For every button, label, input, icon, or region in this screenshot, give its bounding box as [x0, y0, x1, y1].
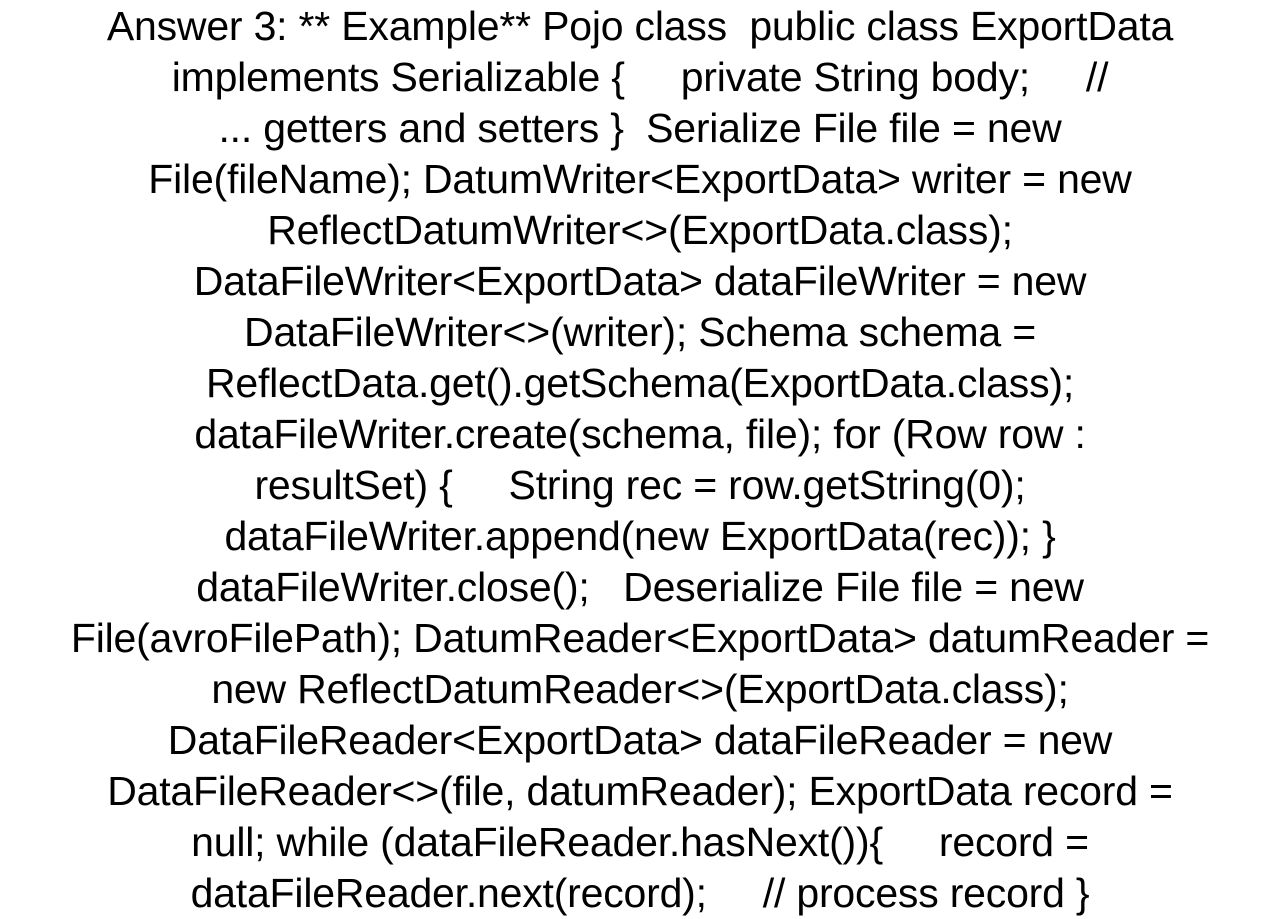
text-line: resultSet) { String rec = row.getString(… [254, 462, 1026, 508]
text-line: null; while (dataFileReader.hasNext()){ … [191, 819, 1089, 865]
text-line: dataFileWriter.close(); Deserialize File… [196, 564, 1084, 610]
text-line: DataFileWriter<ExportData> dataFileWrite… [193, 258, 1087, 304]
text-line: dataFileWriter.append(new ExportData(rec… [224, 513, 1056, 559]
text-line: ... getters and setters } Serialize File… [218, 105, 1062, 151]
text-line: dataFileReader.next(record); // process … [190, 870, 1090, 916]
text-line: ReflectData.get().getSchema(ExportData.c… [205, 360, 1075, 406]
text-line: implements Serializable { private String… [171, 54, 1109, 100]
text-line: new ReflectDatumReader<>(ExportData.clas… [211, 666, 1069, 712]
text-line: DataFileWriter<>(writer); Schema schema … [244, 309, 1036, 355]
text-line: DataFileReader<ExportData> dataFileReade… [167, 717, 1113, 763]
text-line: ReflectDatumWriter<>(ExportData.class); [267, 207, 1013, 253]
text-line: DataFileReader<>(file, datumReader); Exp… [107, 768, 1173, 814]
text-line: File(fileName); DatumWriter<ExportData> … [148, 156, 1132, 202]
text-line: File(avroFilePath); DatumReader<ExportDa… [70, 615, 1210, 661]
text-line: Answer 3: ** Example** Pojo class public… [106, 3, 1174, 49]
text-line: dataFileWriter.create(schema, file); for… [194, 411, 1086, 457]
